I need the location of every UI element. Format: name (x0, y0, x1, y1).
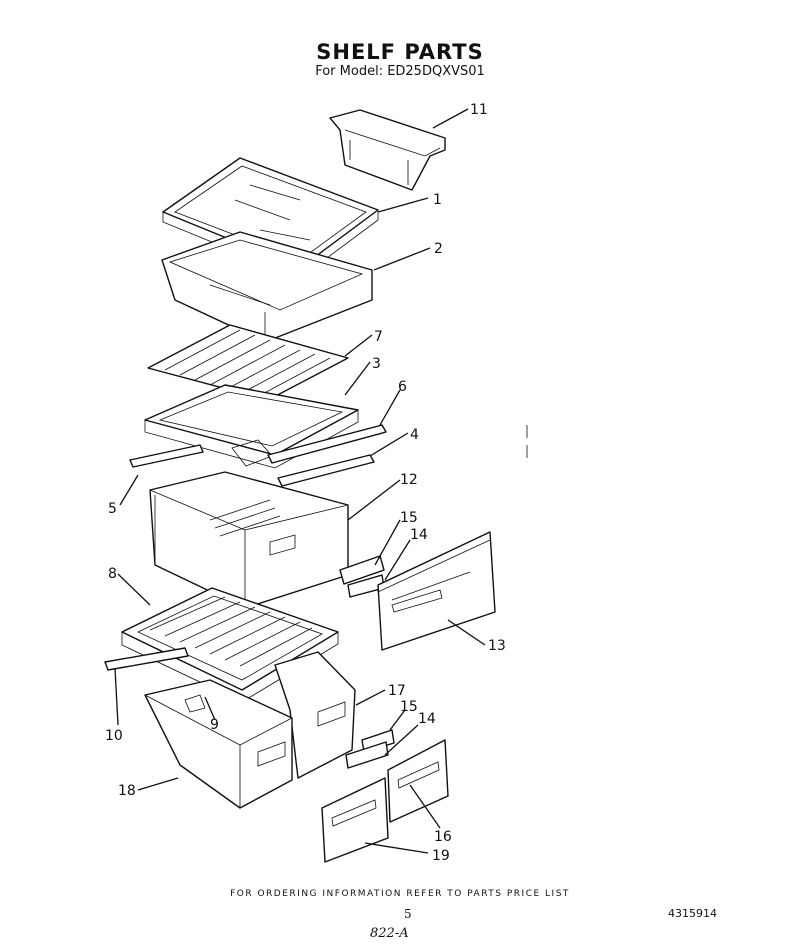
leader-lines (114, 108, 486, 854)
callout-2: 2 (434, 241, 443, 257)
callout-15-upper: 15 (400, 510, 418, 526)
callout-16: 16 (434, 829, 452, 845)
callout-14-upper: 14 (410, 527, 428, 543)
part-3-frame (144, 384, 359, 469)
part-6-rail (267, 424, 387, 464)
document-number: 4315914 (668, 907, 717, 920)
part-5-support (129, 444, 204, 468)
part-19-front (321, 777, 389, 863)
part-13-front (377, 531, 496, 651)
part-15-upper (339, 555, 385, 585)
callout-9: 9 (210, 717, 219, 733)
part-10-support (104, 647, 189, 671)
part-2-pan (161, 231, 373, 343)
callout-12: 12 (400, 472, 418, 488)
part-11-bin (329, 109, 446, 191)
callout-15-lower: 15 (400, 699, 418, 715)
callout-7: 7 (374, 329, 383, 345)
callout-13: 13 (488, 638, 506, 654)
callout-19: 19 (432, 848, 450, 864)
ordering-note: FOR ORDERING INFORMATION REFER TO PARTS … (230, 889, 570, 899)
page-number: 5 (404, 907, 412, 921)
handwritten-annotation: 822-A (370, 926, 409, 941)
callout-5: 5 (108, 501, 117, 517)
part-17-drawer (274, 651, 356, 779)
part-4-rail (277, 454, 375, 487)
callout-14-lower: 14 (418, 711, 436, 727)
part-14-lower (345, 741, 389, 769)
callout-10: 10 (105, 728, 123, 744)
callout-8: 8 (108, 566, 117, 582)
part-12-drawer (149, 471, 349, 609)
callout-18: 18 (118, 783, 136, 799)
part-16-front (387, 739, 449, 823)
callout-3: 3 (372, 356, 381, 372)
part-18-drawer (144, 679, 293, 809)
callout-6: 6 (398, 379, 407, 395)
callout-11: 11 (470, 102, 488, 118)
callout-1: 1 (433, 192, 442, 208)
callout-17: 17 (388, 683, 406, 699)
model-subtitle: For Model: ED25DQXVS01 (315, 64, 485, 79)
callout-4: 4 (410, 427, 419, 443)
page-title: SHELF PARTS (316, 40, 484, 64)
